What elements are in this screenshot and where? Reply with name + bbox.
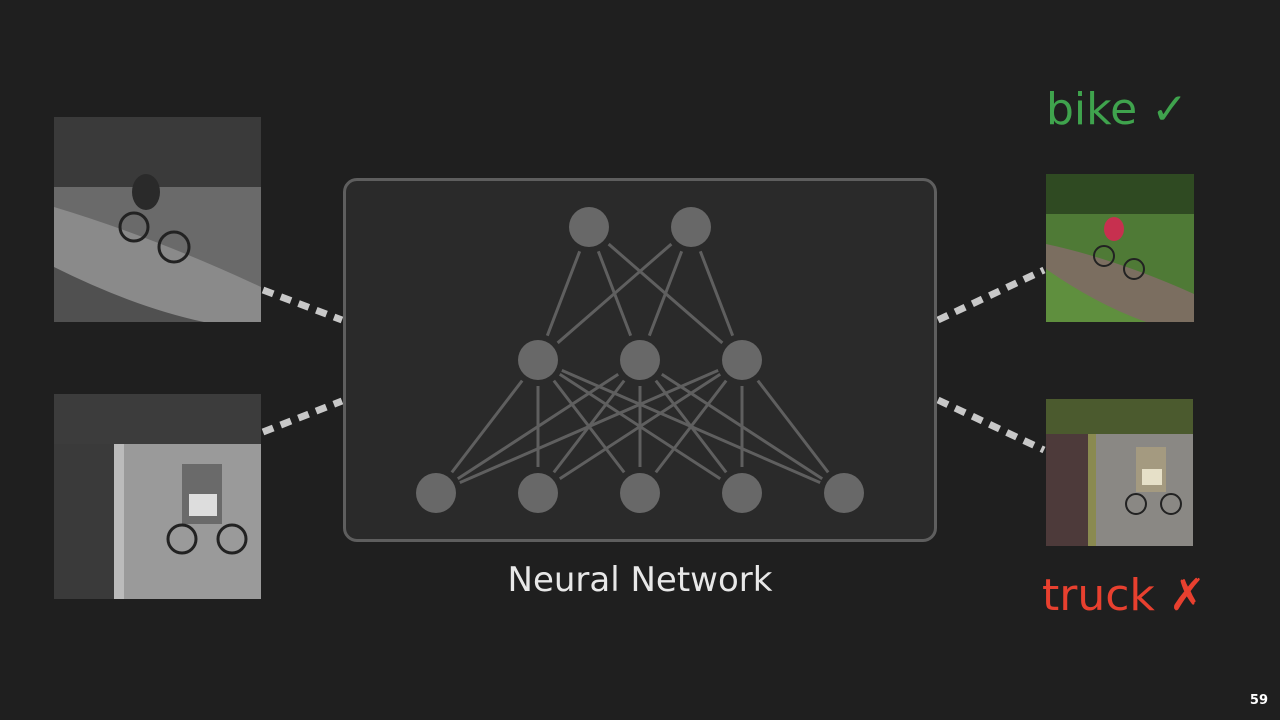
network-edge [459,368,719,485]
network-edge [654,379,728,474]
input-image-bike [54,117,261,322]
prediction-text: truck [1042,570,1155,621]
network-node-layer-3 [518,473,558,513]
network-node-layer-3 [416,473,456,513]
output-image-bike [1046,174,1194,322]
output-label-truck: truck ✗ [1042,570,1206,621]
output-label-bike: bike ✓ [1046,84,1188,135]
network-node-layer-3 [824,473,864,513]
network-edge [558,372,722,481]
output-image-tricycle [1046,399,1193,546]
neural-network-graph [416,207,864,513]
network-edge [545,250,582,337]
network-node-layer-2 [518,340,558,380]
network-node-layer-3 [722,473,762,513]
input-image-tricycle [54,394,261,599]
network-edge [556,242,673,345]
network-node-layer-2 [722,340,762,380]
network-edge [647,250,684,337]
network-node-layer-1 [569,207,609,247]
network-edge [698,250,735,337]
page-number: 59 [1249,693,1268,708]
prediction-text: bike [1046,84,1138,135]
connector-input-2 [261,397,344,436]
connector-output-2 [936,396,1046,454]
neural-network-box [343,178,937,542]
network-node-layer-2 [620,340,660,380]
network-node-layer-1 [671,207,711,247]
network-edge [456,372,620,481]
connector-input-1 [261,286,344,324]
network-edge [450,379,524,474]
network-node-layer-3 [620,473,660,513]
connector-output-1 [936,266,1046,324]
check-icon: ✓ [1151,84,1189,135]
network-edge [756,379,830,474]
neural-network-caption: Neural Network [507,560,773,600]
cross-icon: ✗ [1168,570,1206,621]
